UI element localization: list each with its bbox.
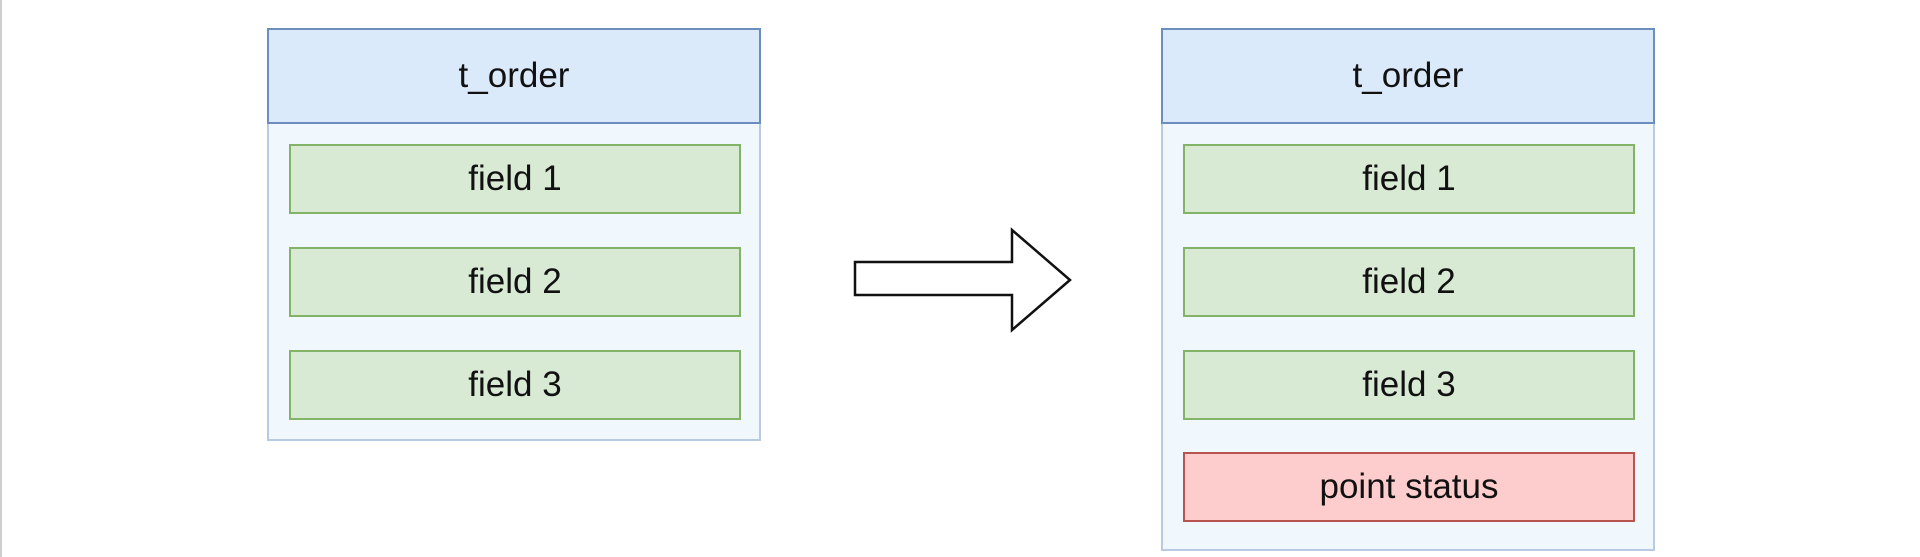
right-table: t_order field 1 field 2 field 3 point st…: [1161, 28, 1655, 551]
arrow-shape: [853, 227, 1072, 333]
left-field-3: field 3: [289, 350, 741, 420]
right-field-1: field 1: [1183, 144, 1635, 214]
left-table-header: t_order: [267, 28, 761, 124]
left-field-1: field 1: [289, 144, 741, 214]
frame-edge: [0, 0, 2, 557]
right-table-header: t_order: [1161, 28, 1655, 124]
left-table: t_order field 1 field 2 field 3: [267, 28, 761, 441]
right-field-point-status: point status: [1183, 452, 1635, 522]
right-field-3: field 3: [1183, 350, 1635, 420]
left-field-2: field 2: [289, 247, 741, 317]
transform-arrow-icon: [853, 227, 1072, 333]
right-field-2: field 2: [1183, 247, 1635, 317]
